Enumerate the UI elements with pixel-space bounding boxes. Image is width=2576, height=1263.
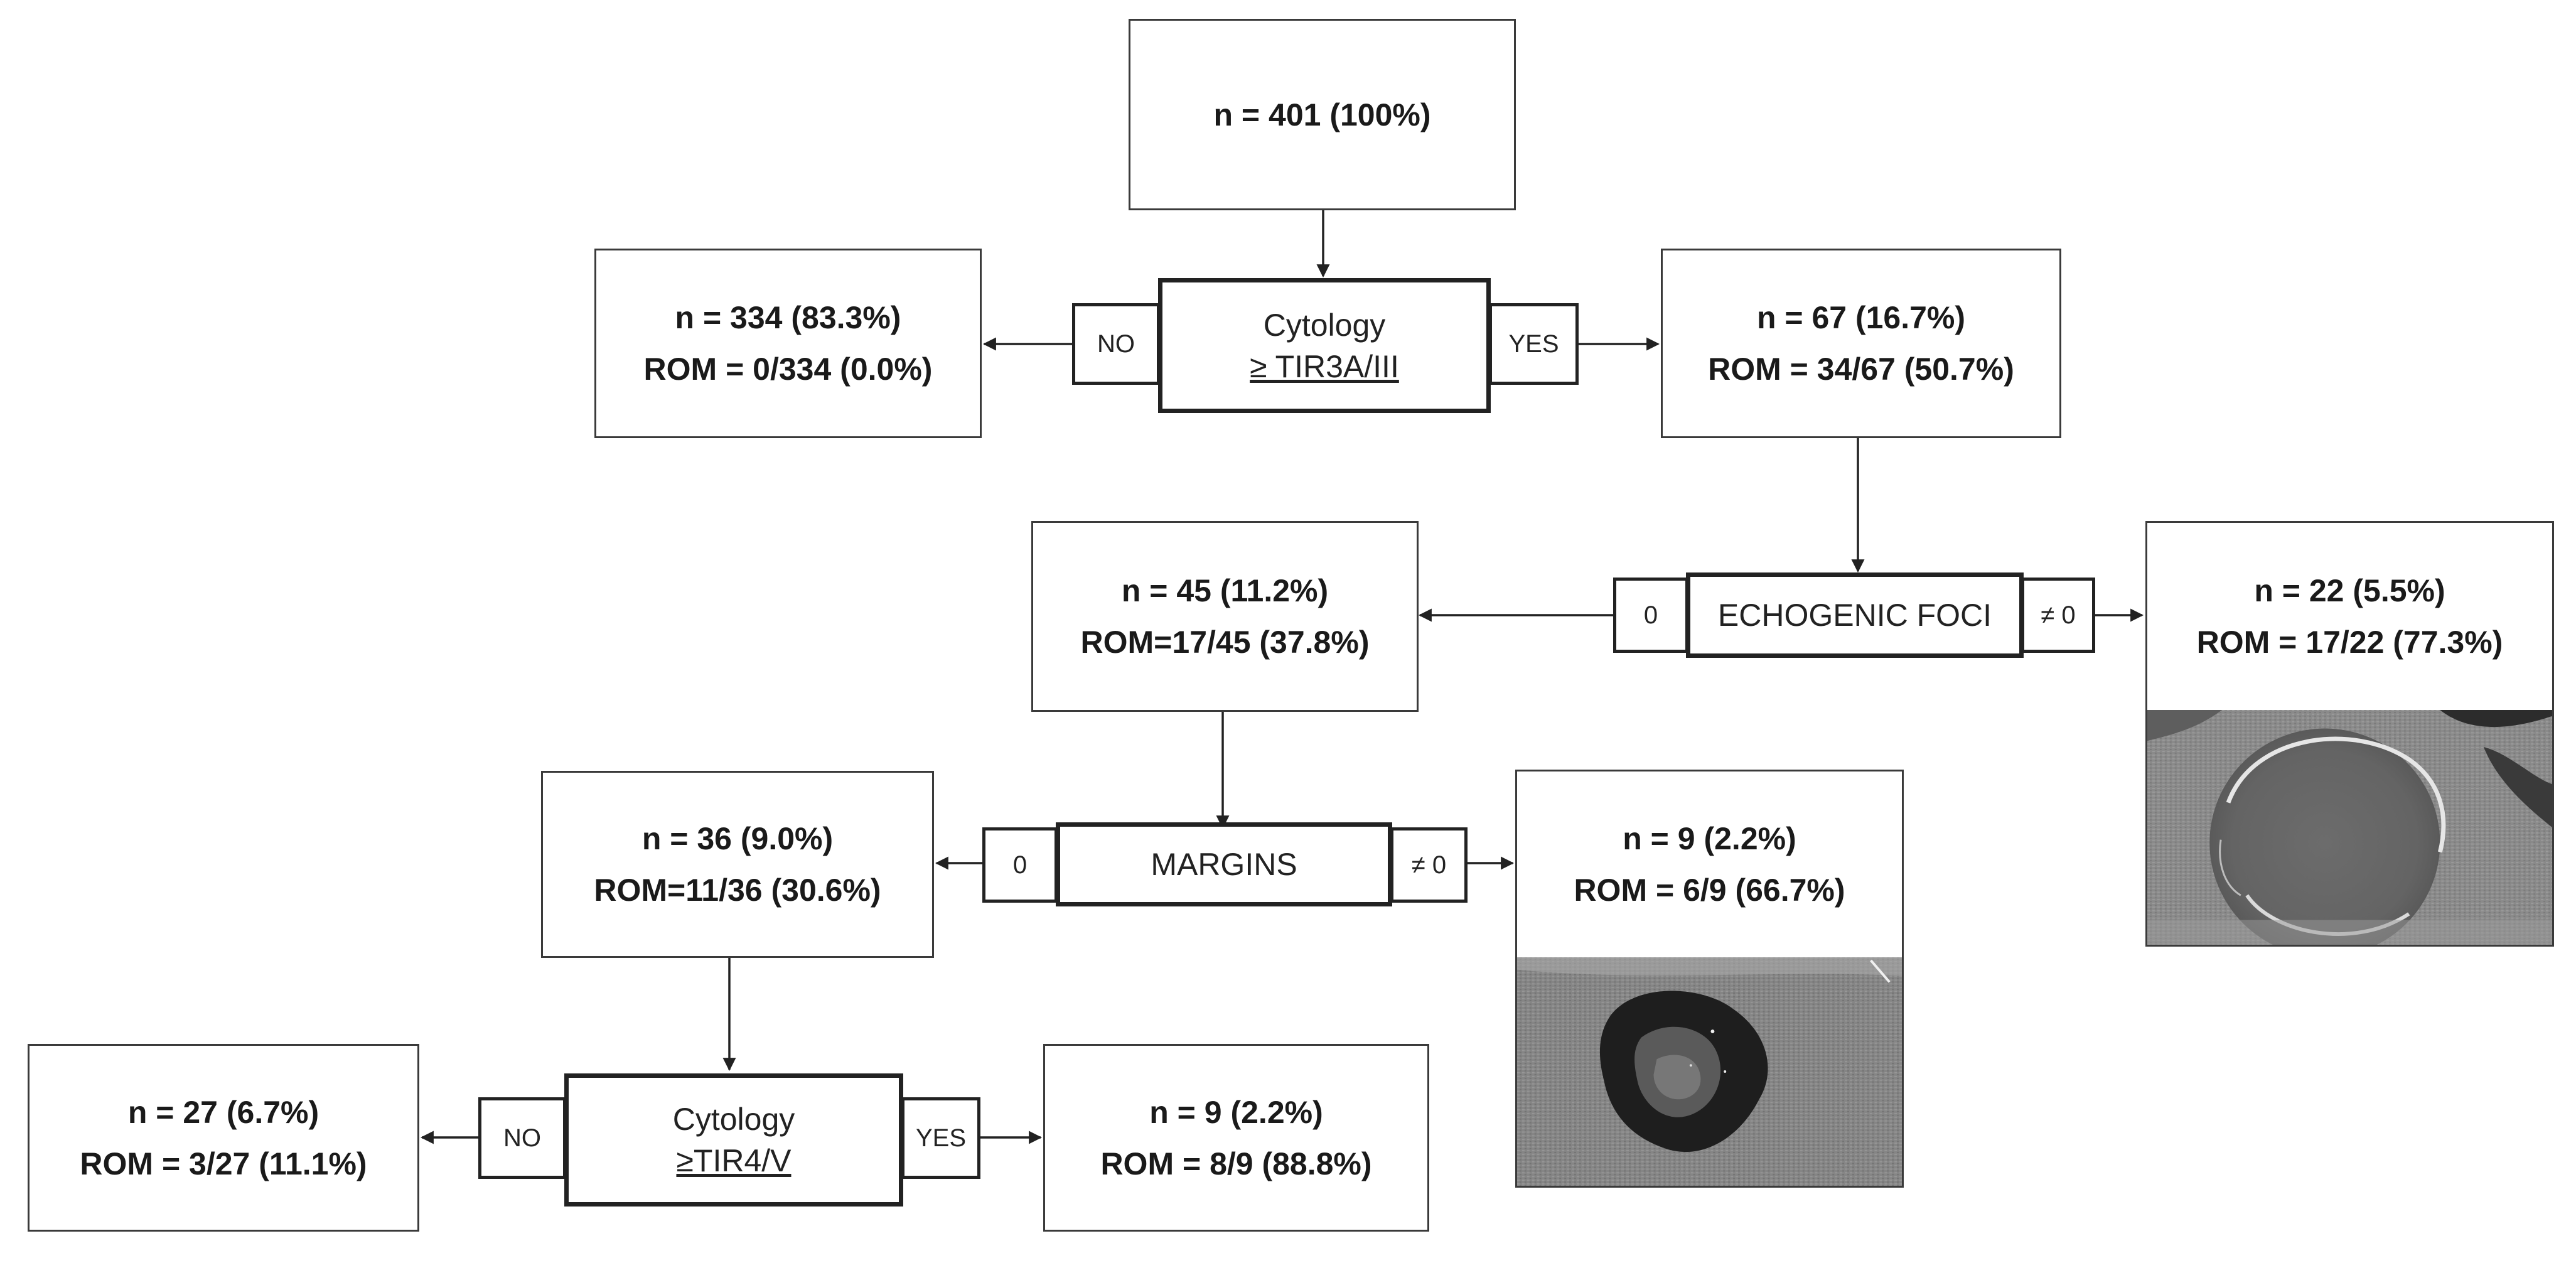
ultrasound-image-irregular-margins [1517, 957, 1902, 1186]
decision-margins: MARGINS [1056, 822, 1392, 906]
node-margins-nonzero-rom: ROM = 6/9 (66.7%) [1574, 873, 1845, 908]
node-foci-zero-rom: ROM=17/45 (37.8%) [1080, 625, 1370, 660]
tag-cytology-tir4-yes: YES [901, 1097, 980, 1179]
node-cytology2-yes-count: n = 9 (2.2%) [1149, 1094, 1323, 1130]
node-margins-nonzero-count: n = 9 (2.2%) [1623, 821, 1796, 856]
node-foci-zero-count: n = 45 (11.2%) [1121, 573, 1329, 608]
node-cytology2-no-rom: ROM = 3/27 (11.1%) [80, 1146, 367, 1181]
tag-echogenic-foci-zero: 0 [1613, 578, 1688, 653]
node-margins-nonzero: n = 9 (2.2%) ROM = 6/9 (66.7%) [1515, 770, 1904, 1188]
node-cytology1-no-count: n = 334 (83.3%) [675, 300, 901, 335]
node-cytology1-no-rom: ROM = 0/334 (0.0%) [643, 352, 933, 387]
node-margins-zero-rom: ROM=11/36 (30.6%) [594, 873, 881, 908]
decision-cytology-tir3-threshold: ≥ TIR3A/III [1250, 348, 1399, 384]
node-cytology2-no-count: n = 27 (6.7%) [127, 1094, 319, 1130]
node-foci-nonzero-rom: ROM = 17/22 (77.3%) [2196, 625, 2503, 660]
ultrasound-image-calcified-rim [2147, 710, 2552, 945]
decision-cytology-tir4-threshold: ≥TIR4/V [676, 1143, 792, 1178]
decision-cytology-tir3: Cytology ≥ TIR3A/III [1158, 278, 1491, 413]
node-cytology1-yes-rom: ROM = 34/67 (50.7%) [1708, 352, 2014, 387]
node-cytology2-yes-rom: ROM = 8/9 (88.8%) [1100, 1146, 1372, 1181]
decision-echogenic-foci: ECHOGENIC FOCI [1686, 572, 2024, 658]
tag-margins-zero: 0 [982, 827, 1058, 903]
node-cytology1-yes: n = 67 (16.7%) ROM = 34/67 (50.7%) [1661, 249, 2061, 438]
tag-cytology-tir4-no: NO [478, 1097, 566, 1179]
tag-cytology-tir3-no: NO [1072, 303, 1160, 385]
decision-cytology-tir3-label: Cytology [1263, 307, 1386, 343]
node-margins-zero: n = 36 (9.0%) ROM=11/36 (30.6%) [541, 771, 934, 958]
node-cytology1-no: n = 334 (83.3%) ROM = 0/334 (0.0%) [594, 249, 982, 438]
tag-echogenic-foci-nonzero: ≠ 0 [2021, 578, 2095, 653]
decision-margins-label: MARGINS [1151, 847, 1297, 882]
node-root-count: n = 401 (100%) [1213, 97, 1431, 132]
node-cytology1-yes-count: n = 67 (16.7%) [1756, 300, 1966, 335]
tag-margins-nonzero: ≠ 0 [1390, 827, 1468, 903]
node-margins-zero-count: n = 36 (9.0%) [641, 821, 834, 856]
node-root: n = 401 (100%) [1129, 19, 1516, 210]
node-foci-zero: n = 45 (11.2%) ROM=17/45 (37.8%) [1031, 521, 1419, 712]
decision-echogenic-foci-label: ECHOGENIC FOCI [1717, 598, 1992, 633]
node-foci-nonzero: n = 22 (5.5%) ROM = 17/22 (77.3%) [2145, 521, 2554, 947]
node-cytology2-yes: n = 9 (2.2%) ROM = 8/9 (88.8%) [1043, 1044, 1429, 1232]
decision-cytology-tir4-label: Cytology [672, 1102, 795, 1137]
node-cytology2-no: n = 27 (6.7%) ROM = 3/27 (11.1%) [28, 1044, 419, 1232]
tag-cytology-tir3-yes: YES [1489, 303, 1579, 385]
node-foci-nonzero-count: n = 22 (5.5%) [2254, 573, 2445, 608]
decision-cytology-tir4: Cytology ≥TIR4/V [564, 1073, 903, 1207]
